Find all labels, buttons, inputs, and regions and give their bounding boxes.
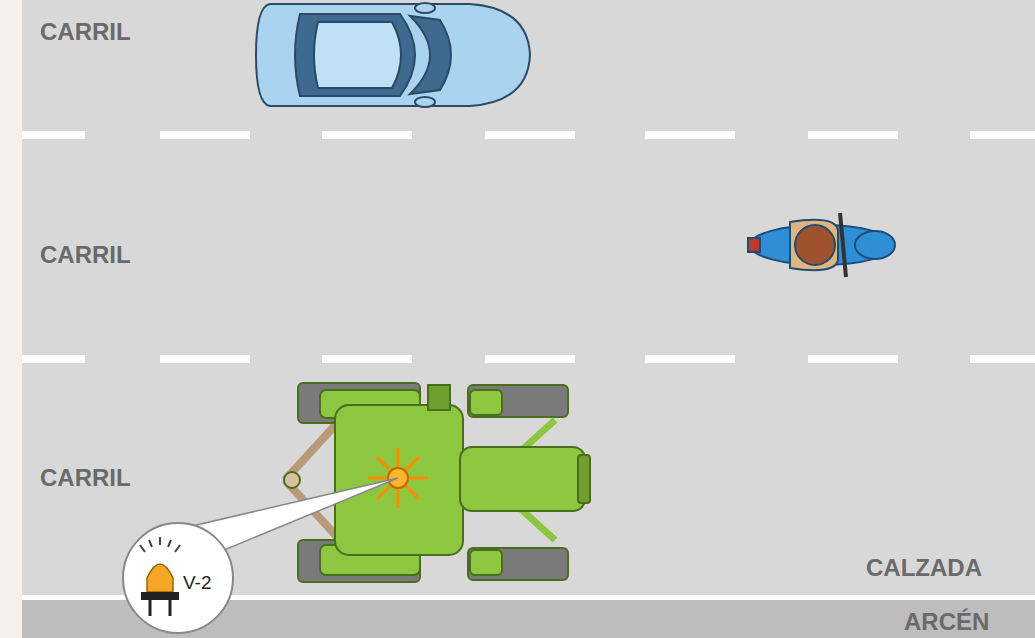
car (256, 3, 530, 107)
signal-code: V-2 (183, 573, 212, 592)
carriageway-label: CALZADA (866, 556, 982, 580)
shoulder-label: ARCÉN (904, 610, 989, 634)
tractor (284, 383, 590, 582)
lane-label: CARRIL (40, 20, 131, 44)
lane-label: CARRIL (40, 243, 131, 267)
motorcycle (748, 213, 895, 277)
beacon-callout (123, 478, 398, 633)
lane-dashes (22, 131, 1035, 363)
lane-label: CARRIL (40, 466, 131, 490)
roadway (22, 0, 1035, 600)
